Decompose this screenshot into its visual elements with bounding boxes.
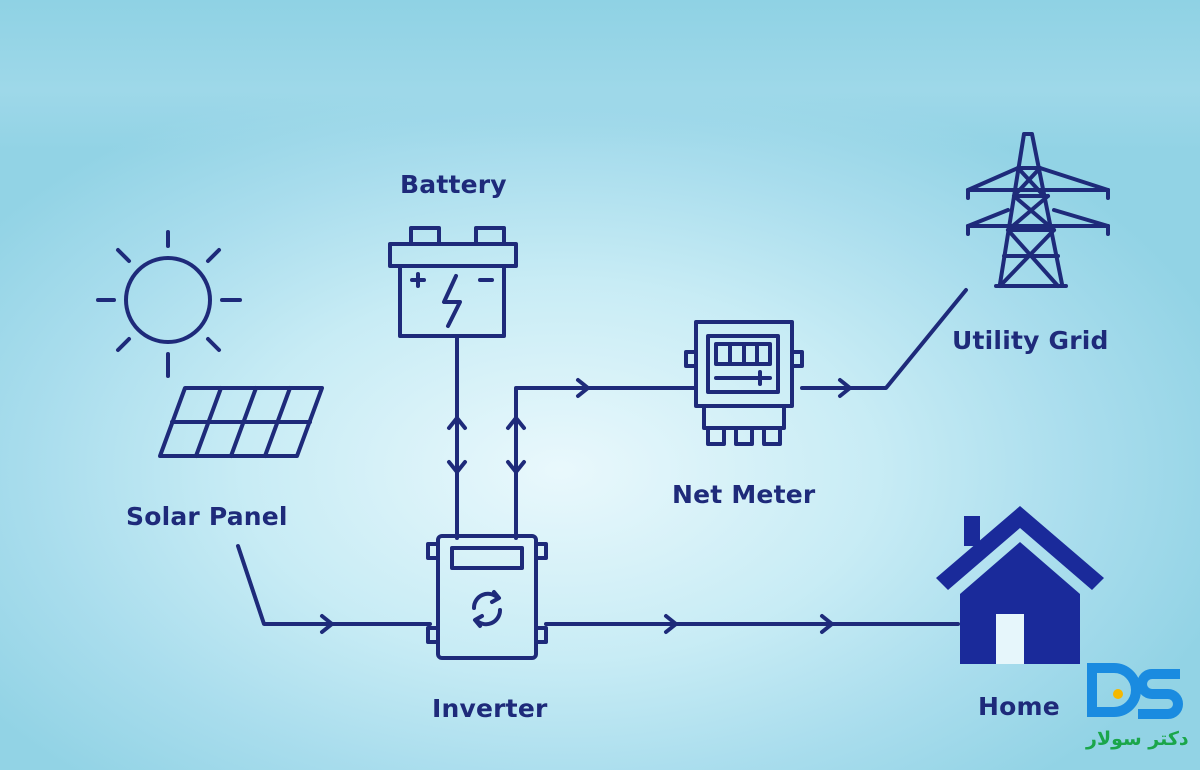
arrow-right-icon — [320, 614, 334, 634]
net-meter-icon — [684, 320, 804, 446]
utility-grid-label: Utility Grid — [952, 326, 1109, 355]
transmission-tower-icon — [966, 132, 1110, 288]
arrow-right-icon — [664, 614, 678, 634]
sky-band — [0, 0, 1200, 150]
arrow-down-icon — [447, 460, 467, 474]
inverter-label: Inverter — [432, 694, 548, 723]
battery-icon — [388, 226, 518, 338]
arrow-up-icon — [447, 416, 467, 430]
arrow-right-icon — [576, 378, 590, 398]
arrow-right-icon — [838, 378, 852, 398]
panel-inverter-line — [236, 544, 432, 626]
battery-label: Battery — [400, 170, 507, 199]
brand-logo-text: دکتر سولار — [1086, 728, 1189, 750]
meter-grid-line — [800, 288, 968, 390]
solar-panel-icon — [158, 386, 324, 458]
inverter-icon — [426, 534, 548, 660]
brand-logo — [1087, 663, 1183, 719]
sun-icon — [96, 230, 242, 378]
arrow-right-icon — [820, 614, 834, 634]
inverter-meter-line — [514, 386, 698, 540]
solar-panel-label: Solar Panel — [126, 502, 288, 531]
home-icon — [936, 506, 1104, 664]
net-meter-label: Net Meter — [672, 480, 816, 509]
arrow-down-icon — [506, 460, 526, 474]
arrow-up-icon — [506, 416, 526, 430]
home-label: Home — [978, 692, 1060, 721]
